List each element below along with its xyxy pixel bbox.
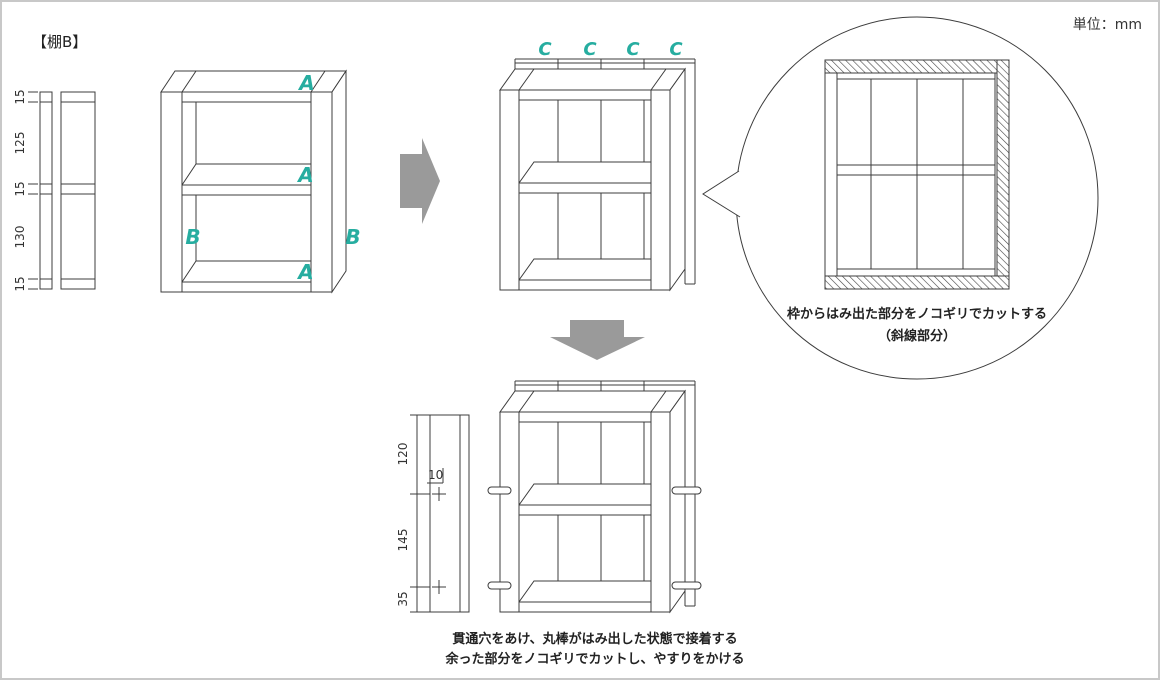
back-slats-assembly-view: C C C C — [499, 39, 696, 292]
label-c-2: C — [583, 39, 597, 60]
label-a-top: A — [297, 71, 314, 95]
callout-text-line1: 枠からはみ出た部分をノコギリでカットする — [787, 306, 1047, 322]
note-line2: 余った部分をノコギリでカットし、やすりをかける — [444, 651, 744, 667]
dim-15-mid: 15 — [13, 181, 27, 196]
label-a-middle: A — [296, 163, 313, 187]
label-a-bottom: A — [296, 260, 313, 284]
dim-10: 10 — [428, 468, 443, 482]
arrow-down-icon — [550, 320, 645, 360]
dim-125: 125 — [13, 132, 27, 155]
drill-board-view: 120 10 145 35 — [396, 414, 470, 613]
unit-label: 単位：mm — [1073, 17, 1142, 33]
cut-callout-circle: 枠からはみ出た部分をノコギリでカットする （斜線部分） — [702, 16, 1099, 380]
dim-15-top: 15 — [13, 89, 27, 104]
dim-130: 130 — [13, 226, 27, 249]
label-c-3: C — [626, 39, 640, 60]
dim-145: 145 — [396, 529, 410, 552]
dim-35: 35 — [396, 591, 410, 606]
dim-120: 120 — [396, 443, 410, 466]
callout-text-line2: （斜線部分） — [878, 328, 956, 344]
page-title: 【棚B】 — [32, 33, 87, 51]
dim-15-bot: 15 — [13, 276, 27, 291]
label-c-4: C — [669, 39, 683, 60]
dowel-assembly-view — [487, 380, 702, 614]
arrow-right-icon — [400, 138, 440, 224]
frame-assembly-view: A A A B B — [160, 69, 361, 294]
side-view-dim-ticks — [28, 91, 38, 290]
callout-pointer — [702, 170, 741, 218]
rear-view-hatched — [824, 59, 1010, 290]
dowel-pegs — [487, 486, 702, 590]
label-b-right: B — [345, 225, 360, 249]
label-b-left: B — [185, 225, 200, 249]
drill-hole-marks — [432, 487, 446, 594]
side-view: 15 125 15 130 15 — [13, 89, 96, 292]
note-line1: 貫通穴をあけ、丸棒がはみ出した状態で接着する — [452, 631, 737, 647]
label-c-1: C — [538, 39, 552, 60]
